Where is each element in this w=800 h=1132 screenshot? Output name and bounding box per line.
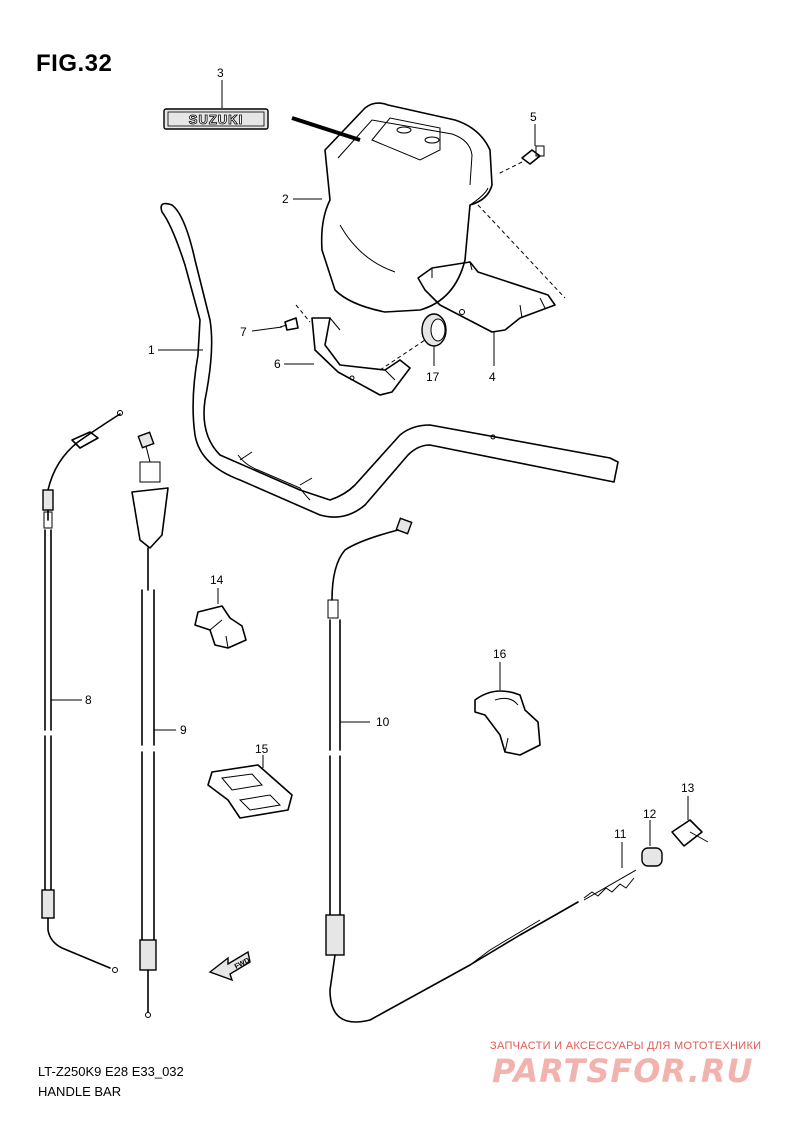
handlebar-cover [320,102,493,313]
bolt-5 [521,145,545,165]
adjuster-13 [671,819,709,847]
watermark-subtitle: ЗАПЧАСТИ И АКСЕССУАРЫ ДЛЯ МОТОТЕХНИКИ [490,1040,762,1052]
bracket-6 [311,317,411,396]
callout-5: 5 [530,110,537,124]
callout-11: 11 [614,827,627,841]
holder-15 [207,764,293,819]
figure-caption: HANDLE BAR [38,1084,122,1099]
callout-16: 16 [493,647,507,661]
fwd-arrow-icon: FWD [208,950,251,982]
callout-4: 4 [489,370,496,384]
handlebar-1 [160,202,619,518]
callout-6: 6 [274,357,281,371]
callout-15: 15 [255,742,269,756]
dash-4 [477,204,566,299]
emblem-text: SUZUKI [189,112,243,127]
callout-9: 9 [180,723,187,737]
clamp-14 [194,605,247,649]
callout-14: 14 [210,573,224,587]
screw-7 [279,317,299,331]
dash-7 [295,304,311,323]
figure-title: FIG.32 [36,50,113,77]
bracket-4 [417,261,556,333]
emblem-arrow [291,116,361,142]
callout-3: 3 [217,66,224,80]
grommet-17 [421,313,447,347]
dash-5 [497,161,523,175]
callout-10: 10 [376,715,390,729]
cable-10 [325,517,471,1023]
callout-1: 1 [148,343,155,357]
callout-7: 7 [240,325,247,339]
callout-13: 13 [681,781,695,795]
watermark-brand: PARTSFOR.RU [492,1052,754,1090]
clamp-16 [474,690,541,756]
leader-7 [251,326,283,332]
cable-8 [41,410,123,973]
callout-2: 2 [282,192,289,206]
spring-11 [469,869,637,966]
cable-9 [131,431,169,1018]
model-code: LT-Z250K9 E28 E33_032 [38,1064,184,1079]
suzuki-emblem: SUZUKI [163,108,269,130]
callout-12: 12 [643,807,657,821]
dash-6 [379,339,426,371]
callout-8: 8 [85,693,92,707]
callout-17: 17 [426,370,440,384]
collar-12 [641,847,663,867]
